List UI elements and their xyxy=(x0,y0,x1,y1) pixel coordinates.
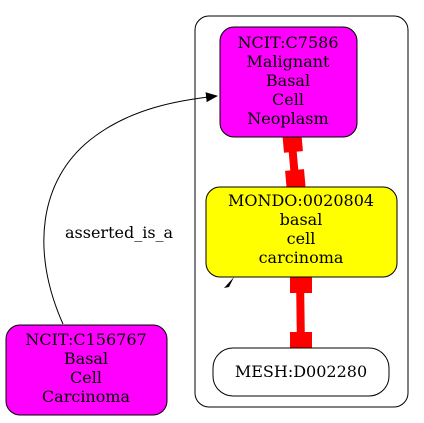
node-mondo-0020804[interactable]: MONDO:0020804 basal cell carcinoma xyxy=(205,186,398,278)
node-ncit-c7586-line-1: NCIT:C7586 xyxy=(237,33,338,52)
node-mesh-d002280[interactable]: MESH:D002280 xyxy=(212,347,390,397)
node-mondo-0020804-line-3: cell xyxy=(287,229,316,248)
equivalence-edge-end-mesh xyxy=(290,332,312,352)
node-ncit-c7586-line-3: Basal xyxy=(266,71,310,90)
node-ncit-c7586-line-4: Cell xyxy=(272,90,304,109)
node-ncit-c156767[interactable]: NCIT:C156767 Basal Cell Carcinoma xyxy=(5,324,168,416)
asserted-is-a-edge xyxy=(43,92,218,325)
node-ncit-c7586-line-5: Neoplasm xyxy=(247,109,328,128)
node-ncit-c156767-line-3: Cell xyxy=(70,368,102,387)
equivalence-edge-end-mondo xyxy=(290,273,312,293)
node-mondo-0020804-line-1: MONDO:0020804 xyxy=(228,191,374,210)
node-mondo-0020804-line-2: basal xyxy=(280,210,323,229)
node-ncit-c156767-box xyxy=(5,324,168,416)
node-ncit-c7586[interactable]: NCIT:C7586 Malignant Basal Cell Neoplasm xyxy=(219,26,358,138)
node-ncit-c156767-line-2: Basal xyxy=(64,349,108,368)
node-ncit-c7586-box xyxy=(219,26,358,138)
node-mesh-d002280-line-1: MESH:D002280 xyxy=(235,362,367,381)
node-ncit-c7586-line-2: Malignant xyxy=(247,52,331,71)
node-ncit-c156767-line-4: Carcinoma xyxy=(42,387,131,406)
node-mondo-0020804-box xyxy=(205,186,398,278)
asserted-is-a-label: asserted_is_a xyxy=(65,223,174,242)
mondo-arrowhead-icon xyxy=(224,277,234,288)
node-mondo-0020804-line-4: carcinoma xyxy=(259,248,344,267)
node-mesh-d002280-box xyxy=(212,347,390,397)
cluster-box xyxy=(194,15,409,408)
node-ncit-c156767-line-1: NCIT:C156767 xyxy=(25,330,146,349)
